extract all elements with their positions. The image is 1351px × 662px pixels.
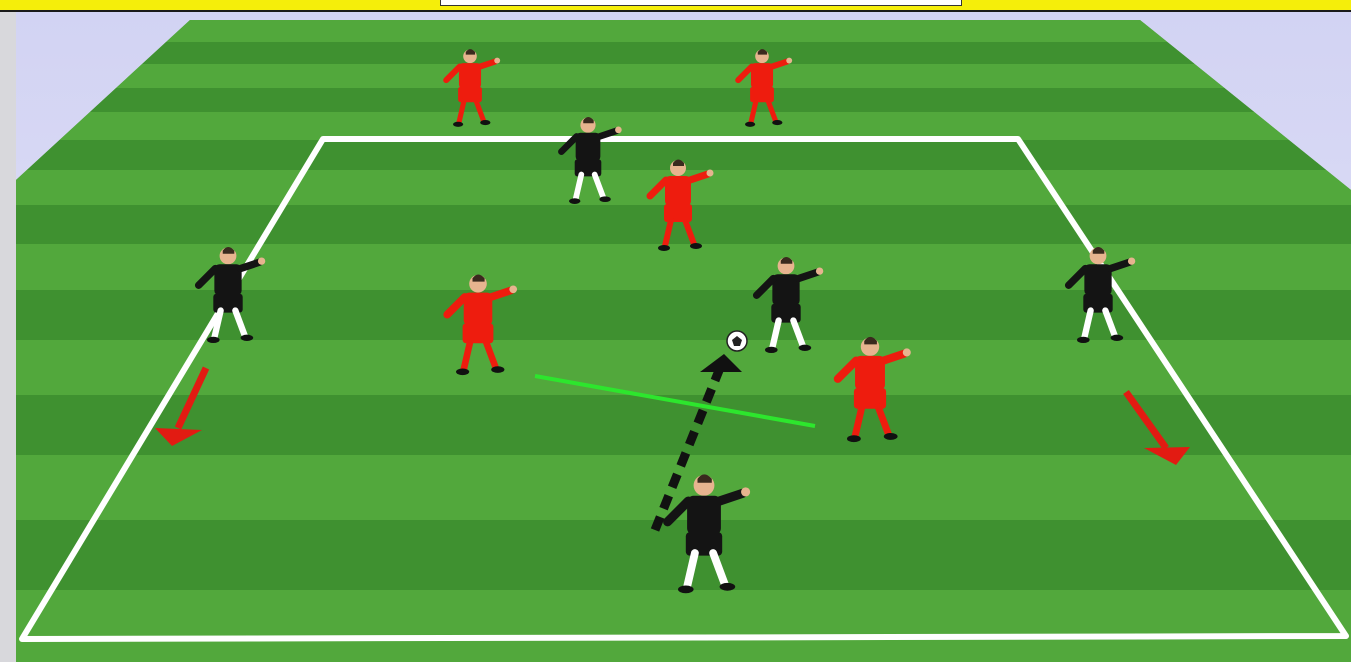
grass-stripe — [16, 590, 1351, 662]
grass-stripe — [16, 64, 1351, 88]
grass-stripe — [16, 520, 1351, 590]
grass-stripe — [16, 340, 1351, 395]
grass-stripe — [16, 112, 1351, 140]
grass-stripe — [16, 88, 1351, 112]
grass-stripe — [16, 42, 1351, 64]
soccer-ball — [727, 331, 747, 351]
